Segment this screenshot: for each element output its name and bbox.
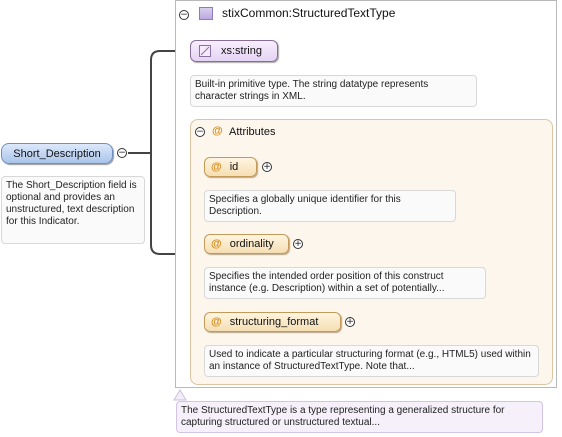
attribute-structuring-format-doc: Used to indicate a particular structurin… xyxy=(204,345,539,377)
attribute-id-doc: Specifies a globally unique identifier f… xyxy=(204,190,456,222)
type-title: stixCommon:StructuredTextType xyxy=(222,6,396,20)
simple-type-icon xyxy=(199,45,211,57)
attribute-at-icon: @ xyxy=(211,161,222,173)
attributes-title: Attributes xyxy=(229,126,276,138)
type-doc: The StructuredTextType is a type represe… xyxy=(176,401,543,433)
collapse-attributes-toggle[interactable]: − xyxy=(195,127,205,137)
collapse-type-toggle[interactable]: − xyxy=(179,10,189,20)
expand-id-toggle[interactable]: + xyxy=(262,162,272,172)
attribute-ordinality-doc: Specifies the intended order position of… xyxy=(204,267,486,299)
attribute-at-icon: @ xyxy=(211,238,222,250)
expand-ordinality-toggle[interactable]: + xyxy=(293,239,303,249)
attribute-at-icon: @ xyxy=(211,316,222,328)
short-description-element[interactable]: Short_Description xyxy=(1,143,113,164)
base-type-doc: Built-in primitive type. The string data… xyxy=(190,75,477,107)
attribute-ordinality-node[interactable]: @ ordinality xyxy=(204,234,289,254)
element-label: Short_Description xyxy=(13,147,101,160)
base-type-label: xs:string xyxy=(221,45,262,57)
attribute-name: ordinality xyxy=(229,238,274,250)
collapse-element-toggle[interactable]: − xyxy=(117,148,127,158)
attribute-structuring-format-node[interactable]: @ structuring_format xyxy=(204,312,341,332)
element-doc: The Short_Description field is optional … xyxy=(1,176,145,244)
attribute-name: id xyxy=(229,161,239,173)
expand-structuring-format-toggle[interactable]: + xyxy=(345,317,355,327)
attribute-at-icon: @ xyxy=(212,125,223,137)
complex-type-icon xyxy=(199,7,213,20)
attribute-id-node[interactable]: @ id xyxy=(204,157,257,177)
base-type-node[interactable]: xs:string xyxy=(190,40,278,62)
attribute-name: structuring_format xyxy=(229,316,319,328)
